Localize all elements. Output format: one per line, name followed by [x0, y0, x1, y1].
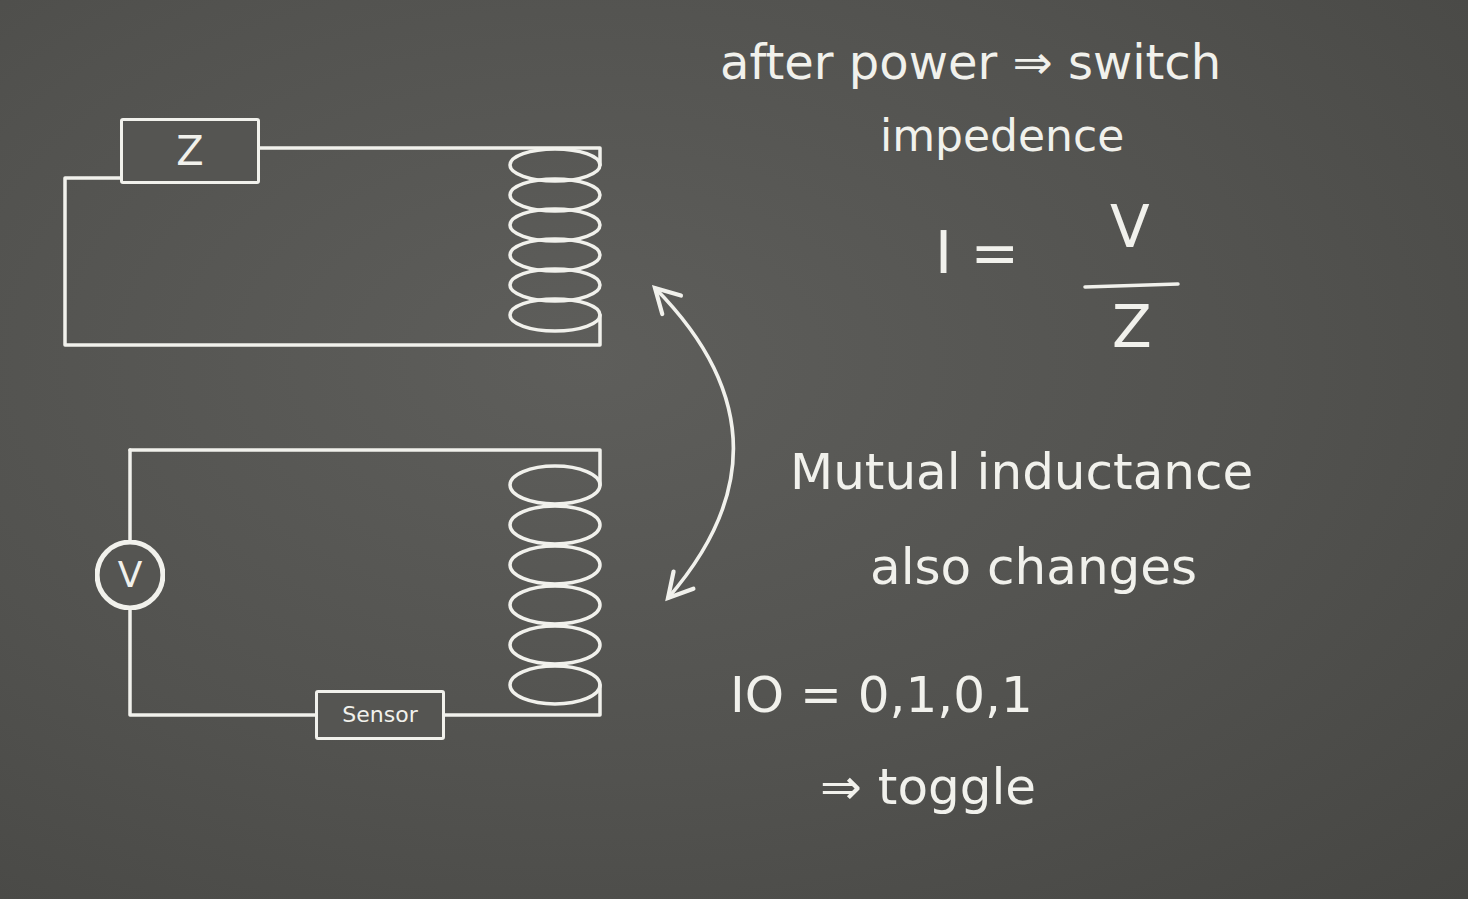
equation-text: Z: [1112, 296, 1152, 360]
fraction-bar: [1085, 284, 1178, 287]
note-text: IO = 0,1,0,1: [730, 668, 1033, 723]
note-text: Mutual inductance: [790, 445, 1253, 500]
note-text: ⇒ toggle: [820, 760, 1036, 815]
impedance-box: Z: [120, 118, 260, 184]
note-text: impedence: [880, 112, 1124, 160]
coil-symbol: [510, 466, 600, 704]
equation-text: I =: [935, 222, 1019, 286]
voltage-source: V: [95, 540, 165, 610]
node-label: Z: [176, 131, 203, 171]
equation-text: V: [1110, 196, 1150, 260]
coil-symbol: [510, 149, 600, 331]
note-text: also changes: [870, 540, 1197, 595]
coupling-arrow: [655, 288, 733, 598]
note-text: after power ⇒ switch: [720, 36, 1221, 89]
sensor-box: Sensor: [315, 690, 445, 740]
wire: [128, 450, 132, 540]
wire: [65, 178, 600, 345]
node-label: Sensor: [342, 704, 417, 726]
wire-connector: [130, 610, 315, 715]
node-label: V: [118, 557, 143, 593]
